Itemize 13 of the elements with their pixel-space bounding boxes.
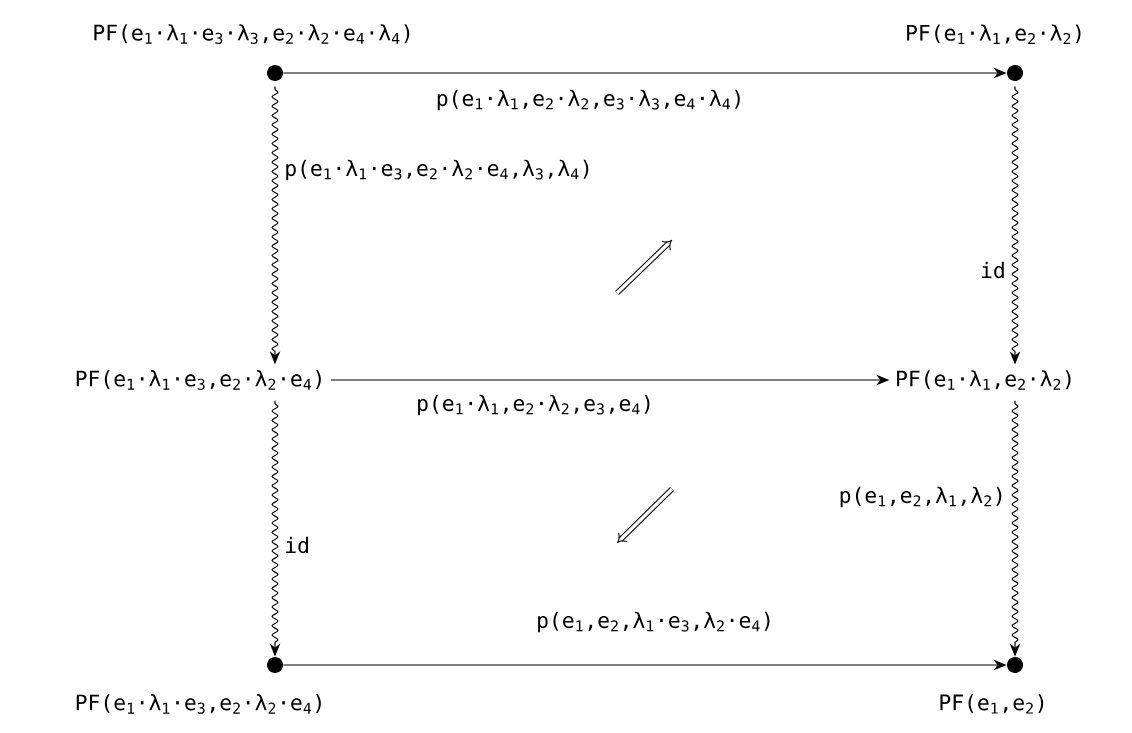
node-label: PF(e$_{1}$·λ$_{1}$·e$_{3}$·λ$_{3}$,e$_{2}$·λ$_{2}$·e$_{4}$·λ$_{4}$) [94,24,410,45]
edge-label: p(e$_{1}$·λ$_{1}$,e$_{2}$·λ$_{2}$,e$_{3}$,e$_{4}$) [414,392,656,418]
edge-label: id [282,534,312,556]
node-label: PF(e$_{1}$,e$_{2}$) [940,693,1044,714]
object-label: PF(e$_{1}$·λ$_{1}$,e$_{2}$·λ$_{2}$) [897,370,1071,390]
object-label: PF(e$_{1}$·λ$_{1}$·e$_{3}$,e$_{2}$·λ$_{2}$·e$_{4}$) [76,370,321,390]
edge-label: p(e$_{1}$,e$_{2}$,λ$_{1}$·e$_{3}$,λ$_{2}$·e$_{4}$) [534,609,776,635]
edge-label: p(e$_{1}$·λ$_{1}$,e$_{2}$·λ$_{2}$,e$_{3}$·λ$_{3}$,e$_{4}$·λ$_{4}$) [433,87,747,113]
node-label: PF(e$_{1}$·λ$_{1}$,e$_{2}$·λ$_{2}$) [907,24,1081,45]
edge-label: id [978,259,1008,281]
node-label: PF(e$_{1}$·λ$_{1}$·e$_{3}$,e$_{2}$·λ$_{2}$·e$_{4}$) [76,693,321,714]
edge-label: p(e$_{1}$·λ$_{1}$·e$_{3}$,e$_{2}$·λ$_{2}$·e$_{4}$,λ$_{3}$,λ$_{4}$) [282,157,595,183]
edge-label: p(e$_{1}$,e$_{2}$,λ$_{1}$,λ$_{2}$) [836,484,1008,510]
